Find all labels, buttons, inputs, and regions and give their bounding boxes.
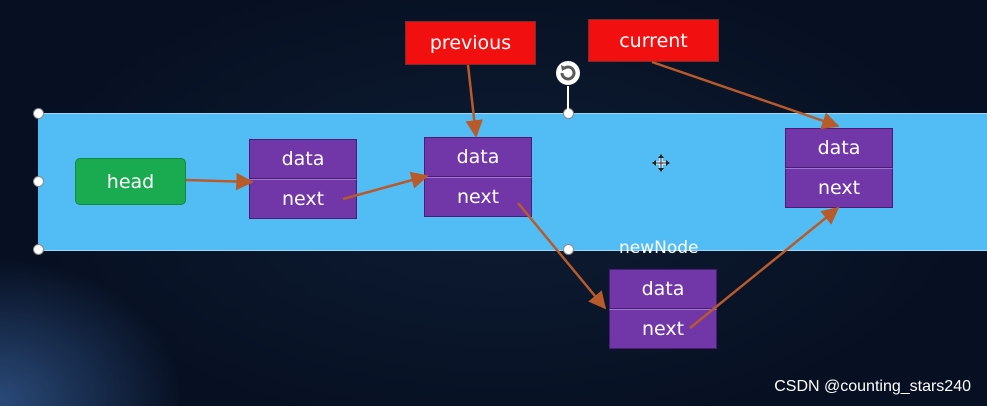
node-next-cell: next [785,168,893,208]
current-pointer-tag: current [588,19,719,62]
resize-handle-middle-left[interactable] [33,176,44,187]
node-next-cell: next [424,177,532,217]
list-node-2: data next [424,137,532,217]
rotate-handle-stem [567,86,569,110]
arrow-node1-to-node2 [342,171,429,201]
node-data-cell: data [424,137,532,177]
node-data-cell: data [609,269,717,309]
rotate-icon[interactable] [555,60,581,86]
resize-handle-bottom-left[interactable] [33,244,44,255]
arrow-current-to-node3 [651,60,840,130]
list-node-1: data next [249,139,357,219]
current-label: current [619,29,688,52]
watermark-text: CSDN @counting_stars240 [774,378,971,395]
new-node-label: newNode [619,238,699,258]
arrow-previous-to-node2 [465,64,483,138]
node-next-cell: next [609,309,717,349]
node-data-cell: data [785,128,893,168]
arrow-head-to-node1 [185,172,254,191]
resize-handle-bottom-center[interactable] [563,244,574,255]
resize-handle-top-left[interactable] [33,108,44,119]
previous-pointer-tag: previous [405,21,536,65]
list-node-3: data next [785,128,893,208]
head-tag: head [75,158,186,205]
move-cursor-icon [652,154,670,172]
previous-label: previous [429,32,512,54]
arrow-newnode-to-node3 [689,206,840,329]
arrow-node2-to-newnode [517,202,607,310]
head-label: head [106,170,155,193]
new-node: data next [609,269,717,349]
node-data-cell: data [249,139,357,179]
node-next-cell: next [249,179,357,219]
